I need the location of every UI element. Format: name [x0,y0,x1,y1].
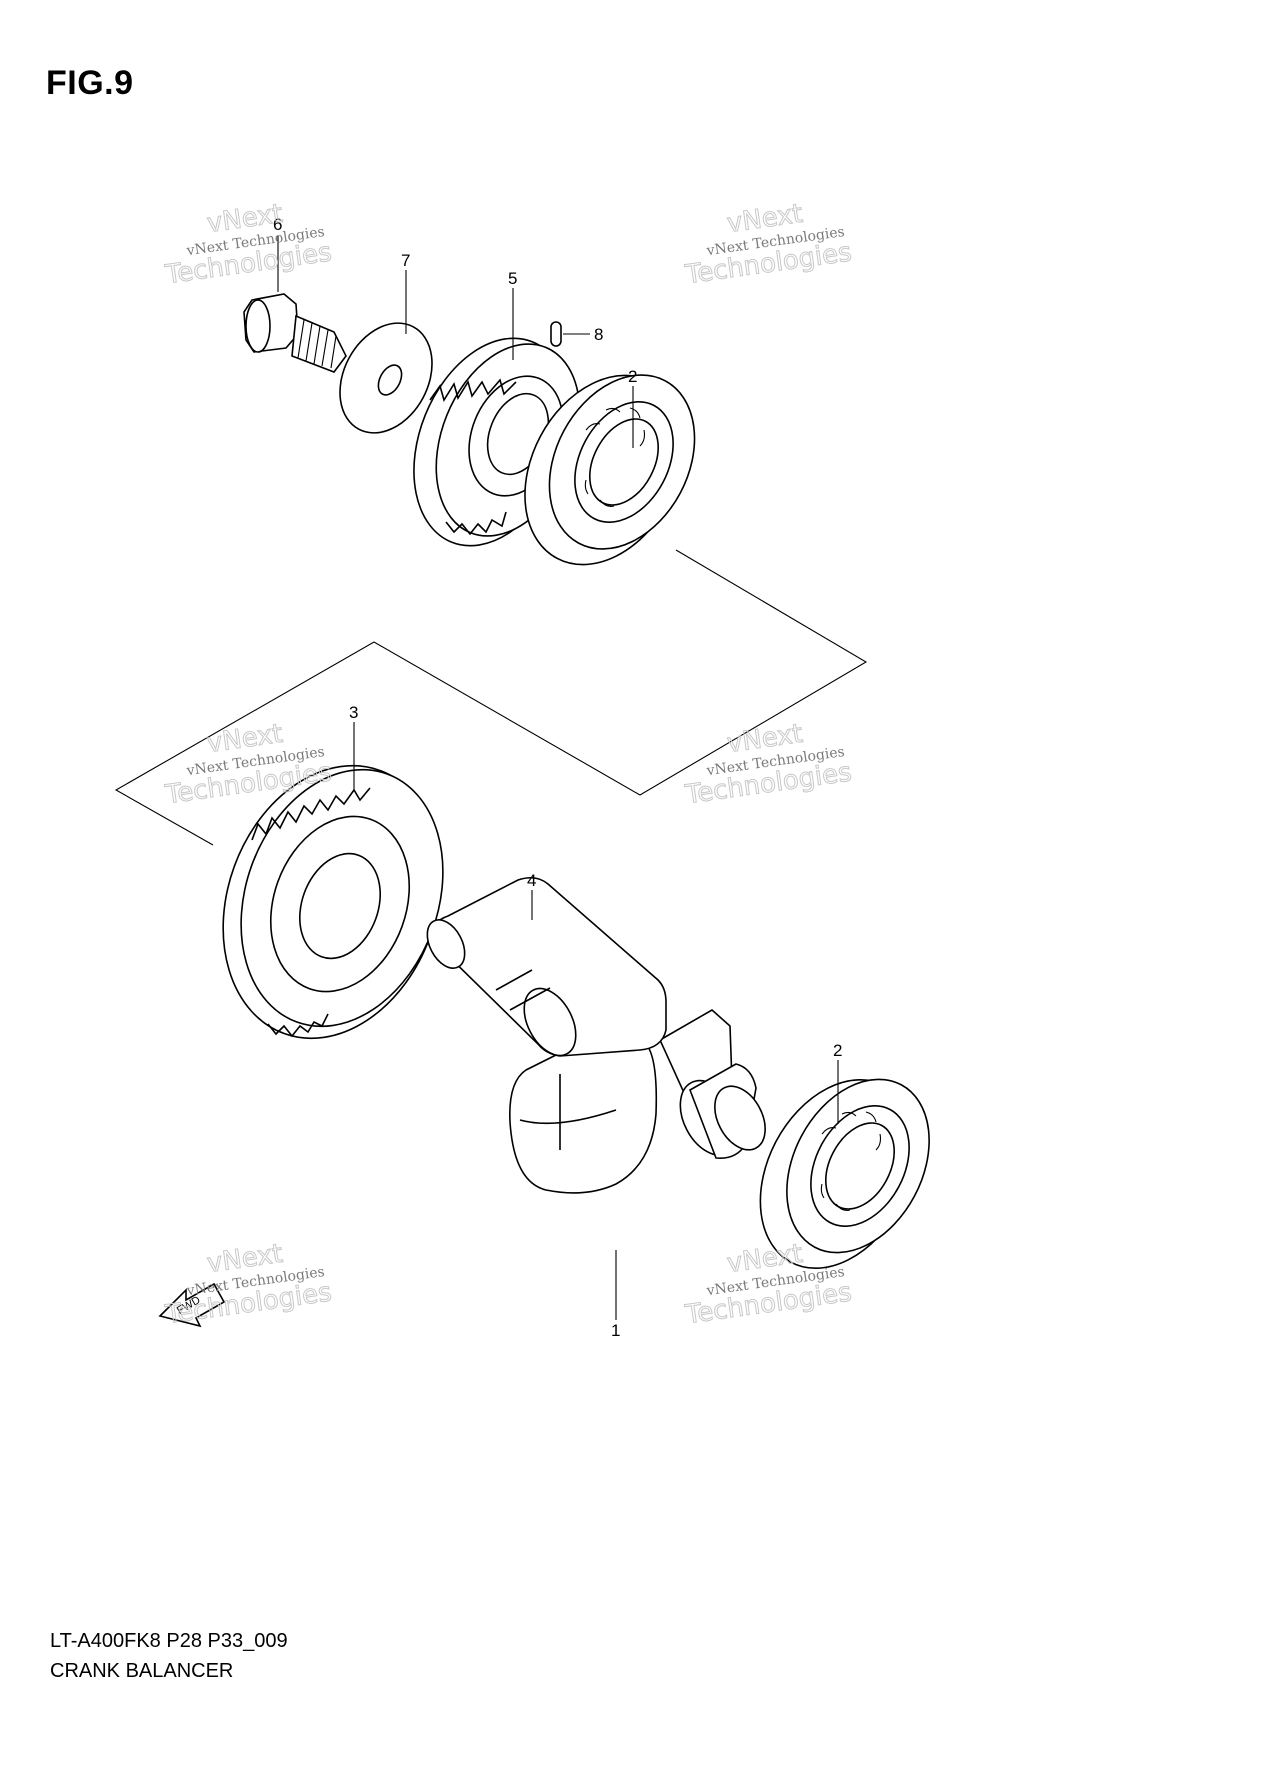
model-code: LT-A400FK8 P28 P33_009 [50,1630,288,1652]
diagram-caption: CRANK BALANCER [50,1660,234,1682]
part-bolt [243,293,347,373]
watermark-bottom-left: vNext vNext Technologies Technologies [162,1238,334,1331]
callout-balancer-shaft: 1 [611,1321,620,1340]
callout-driven-gear: 3 [349,703,358,722]
part-bearing-upper [524,374,696,566]
part-balancer-shaft [426,876,766,1194]
callout-drive-gear: 5 [508,269,517,288]
forward-direction-arrow: FWD [158,1282,226,1328]
callout-bolt: 6 [273,215,282,234]
part-driven-gear [222,764,444,1040]
watermark-mid-right: vNext vNext Technologies Technologies [682,718,854,811]
part-pin [550,321,562,347]
part-bearing-lower [759,1078,930,1270]
watermark-top-left: vNext vNext Technologies Technologies [162,198,334,291]
assembly-guide-lines [114,549,868,846]
watermark-top-right: vNext vNext Technologies Technologies [682,198,854,291]
callout-numbers: 6 7 5 8 2 3 4 2 1 [273,215,842,1340]
callout-pin: 8 [594,325,603,344]
callout-bearing-upper: 2 [628,367,637,386]
callout-washer: 7 [401,251,410,270]
callout-bearing-lower: 2 [833,1041,842,1060]
part-washer [339,322,433,434]
callout-leader-lines [277,236,839,1320]
figure-title: FIG.9 [46,64,134,102]
callout-key: 4 [527,871,536,890]
